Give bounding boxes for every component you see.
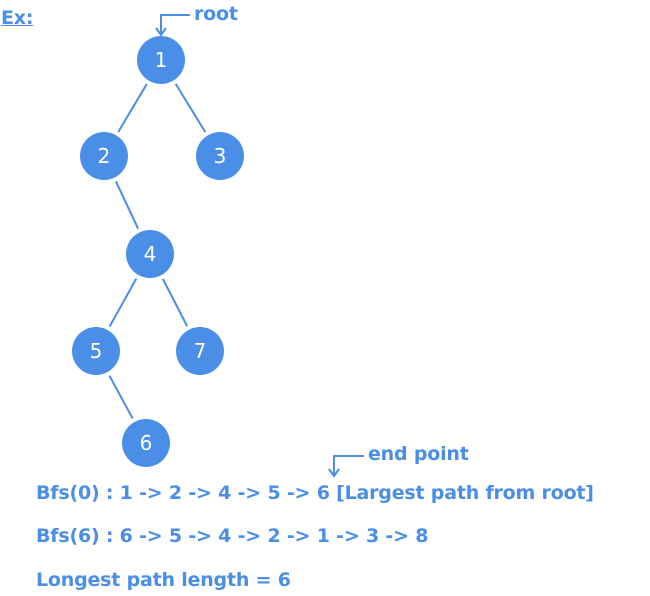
root-annotation: root [194, 3, 238, 25]
end-point-arrow [328, 455, 364, 478]
tree-node-label: 4 [144, 242, 157, 266]
tree-node [196, 132, 244, 180]
tree-node-label: 5 [90, 339, 103, 363]
tree-node-label: 6 [140, 431, 153, 455]
tree-node-label: 7 [194, 339, 207, 363]
tree-edge [117, 83, 148, 133]
bfs-from-end-line: Bfs(6) : 6 -> 5 -> 4 -> 2 -> 1 -> 3 -> 8 [36, 525, 429, 547]
tree-node-label: 2 [98, 144, 111, 168]
tree-edge [114, 180, 140, 230]
end-point-annotation: end point [368, 443, 469, 465]
bfs-from-root-line: Bfs(0) : 1 -> 2 -> 4 -> 5 -> 6 [Largest … [36, 482, 594, 504]
tree-node [126, 230, 174, 278]
tree-node-label: 3 [214, 144, 227, 168]
example-label: Ex: [1, 7, 34, 29]
tree-node-label: 1 [155, 48, 168, 72]
tree-node [122, 419, 170, 467]
tree-node [176, 327, 224, 375]
longest-path-line: Longest path length = 6 [36, 569, 291, 591]
tree-edge [161, 278, 189, 327]
tree-node [137, 36, 185, 84]
tree-edge [108, 277, 138, 328]
tree-node [72, 327, 120, 375]
tree-node [80, 132, 128, 180]
tree-edge [108, 375, 134, 419]
tree-edge [174, 83, 207, 133]
root-arrow [155, 14, 190, 37]
